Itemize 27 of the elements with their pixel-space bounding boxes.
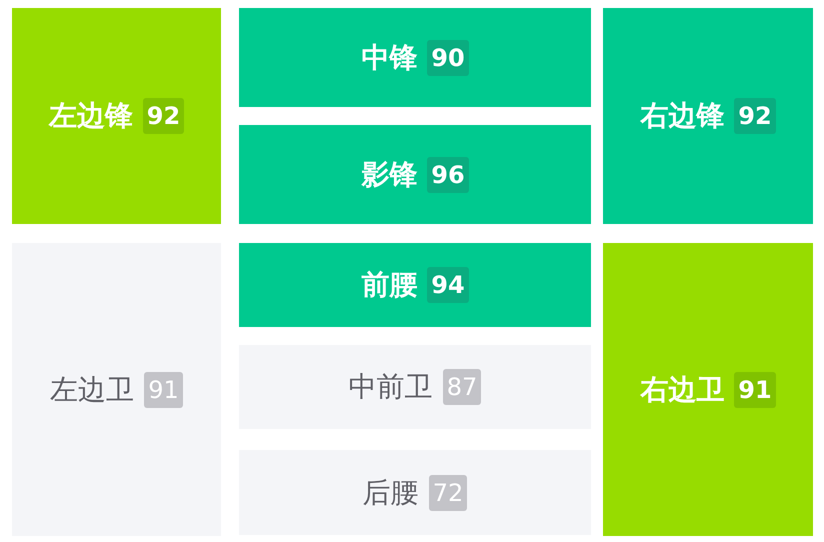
rating-badge: 92 xyxy=(734,98,776,134)
rating-badge: 94 xyxy=(427,267,469,303)
position-name: 左边卫 xyxy=(50,372,134,408)
rating-badge: 87 xyxy=(442,369,482,405)
position-tile xyxy=(239,125,591,224)
rating-badge: 96 xyxy=(427,156,469,192)
rating-badge: 90 xyxy=(427,40,469,76)
position-name: 中前卫 xyxy=(348,369,433,405)
rating-badge: 91 xyxy=(144,372,183,408)
position-name: 前腰 xyxy=(361,267,418,303)
position-name: 右边锋 xyxy=(640,98,724,134)
position-tile xyxy=(239,345,591,429)
position-name: 右边卫 xyxy=(640,372,724,408)
position-name: 中锋 xyxy=(361,40,418,76)
rating-badge: 92 xyxy=(142,98,184,134)
position-tile xyxy=(239,450,591,535)
position-name: 左边锋 xyxy=(48,98,133,134)
position-tile xyxy=(239,8,591,107)
position-name: 后腰 xyxy=(362,474,419,510)
position-tile xyxy=(12,8,221,224)
rating-badge: 91 xyxy=(734,372,776,408)
position-tile xyxy=(603,243,813,536)
position-tile xyxy=(239,243,591,327)
rating-badge: 72 xyxy=(428,474,468,510)
position-tile xyxy=(603,8,813,224)
position-name: 影锋 xyxy=(361,156,418,192)
position-tile xyxy=(12,243,221,536)
